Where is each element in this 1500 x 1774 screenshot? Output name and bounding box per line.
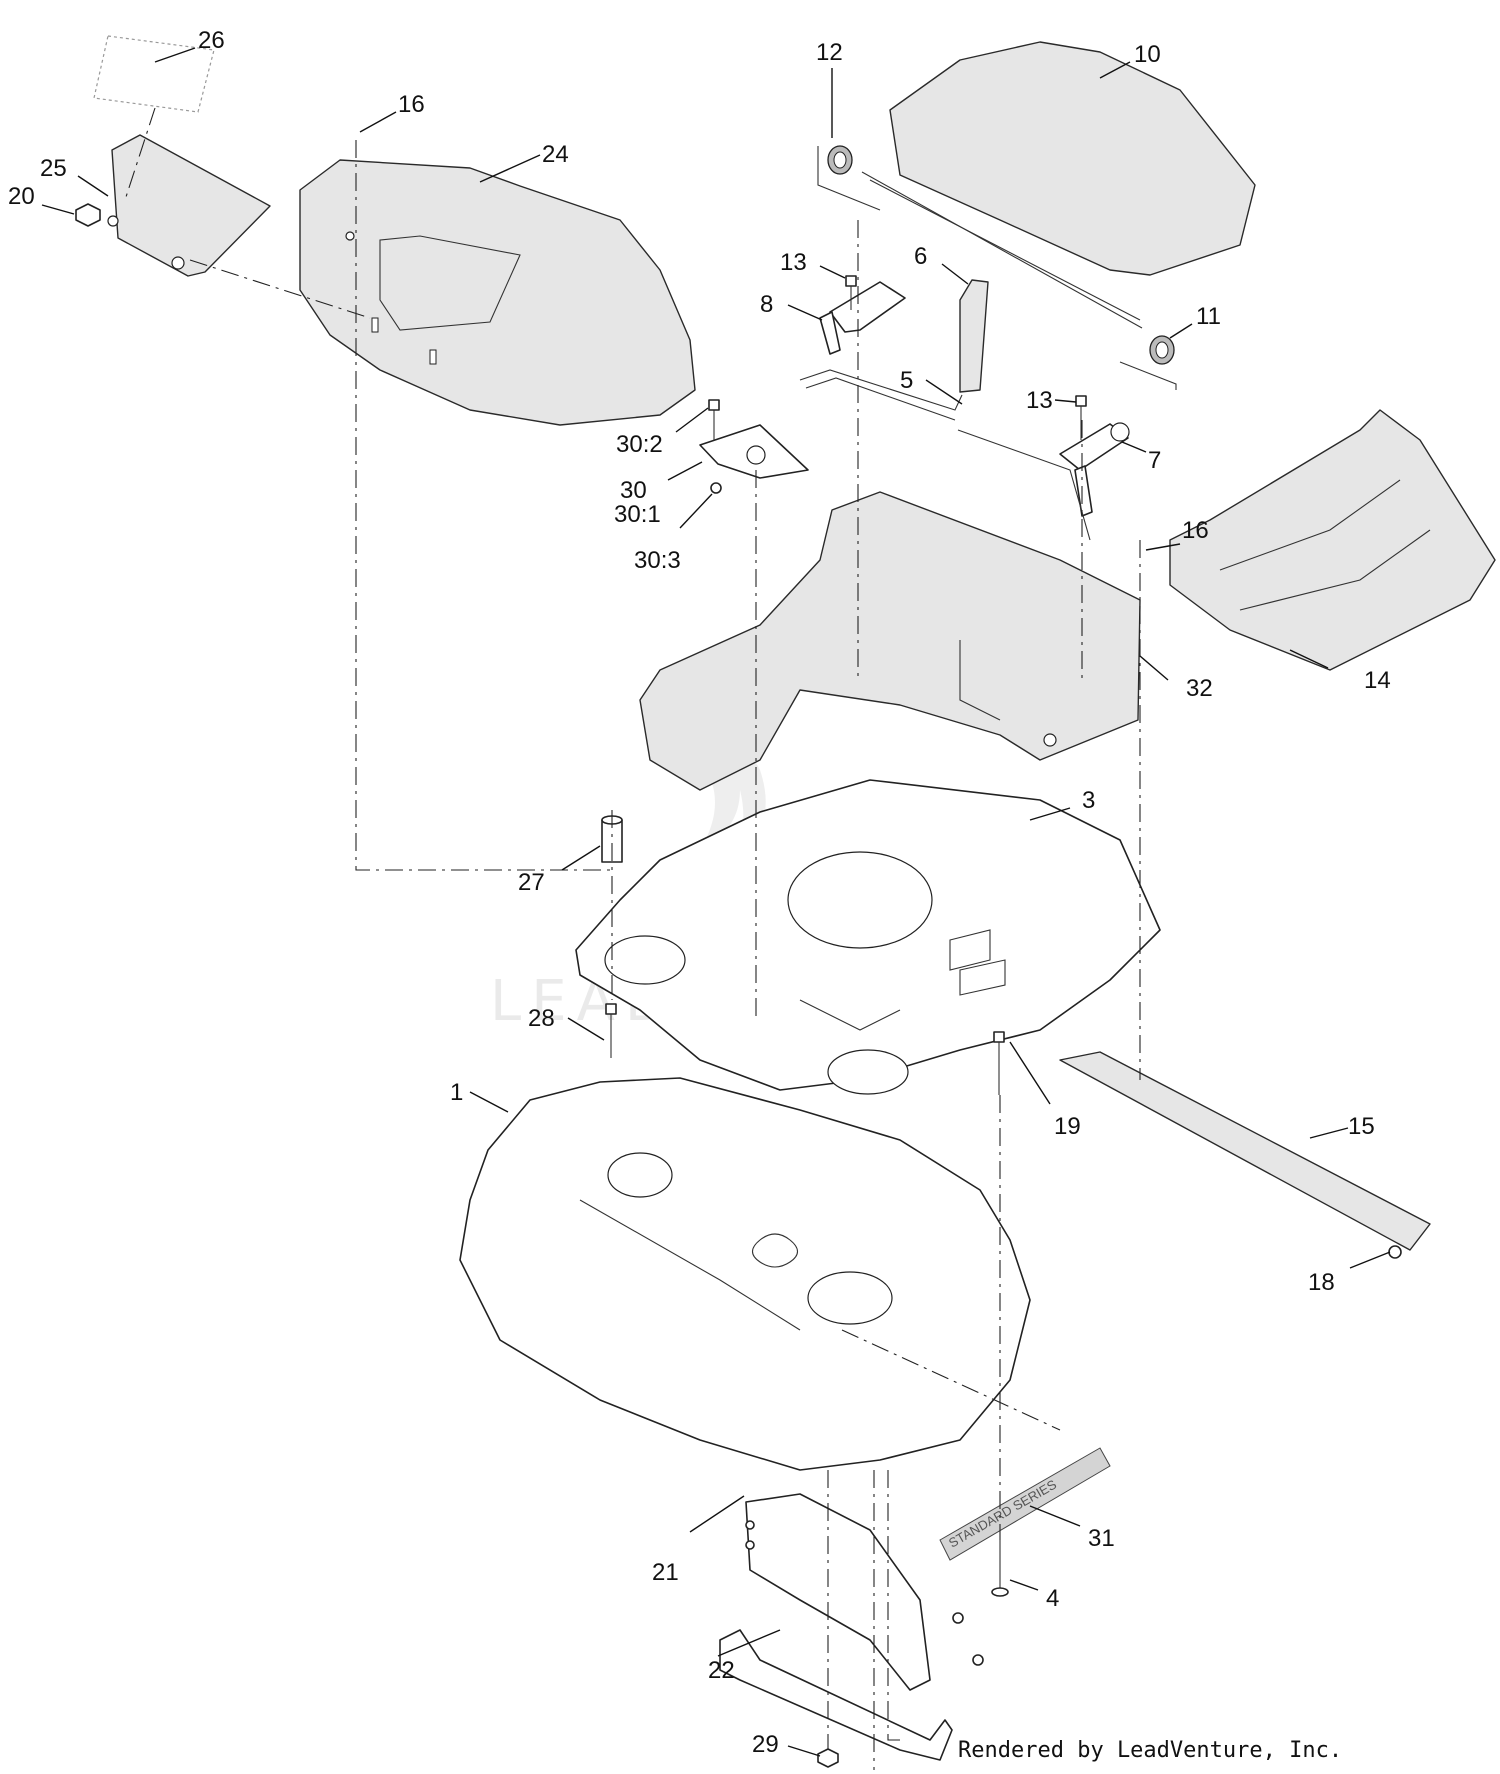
- callout-30: 30: [620, 477, 647, 504]
- part-7-bracket: [1059, 422, 1130, 517]
- part-20-nut: [75, 203, 101, 227]
- callout-29: 29: [752, 1731, 779, 1758]
- part-18-screw: [1388, 1245, 1402, 1259]
- callout-20: 20: [8, 183, 35, 210]
- part-8-bracket: [819, 281, 906, 355]
- part-15-strip: [1059, 1051, 1431, 1251]
- callout-32: 32: [1186, 675, 1213, 702]
- callout-11: 11: [1196, 303, 1221, 330]
- part-31-decal: STANDARD SERIES: [939, 1447, 1111, 1561]
- part-27-spacer: [601, 815, 623, 863]
- part-21-guard: [745, 1493, 984, 1691]
- callout-3: 3: [1082, 787, 1095, 814]
- part-24-seat-pan: [299, 159, 696, 426]
- part-12-spring: [827, 145, 853, 175]
- callout-30-1: 30:1: [614, 501, 661, 528]
- callout-30-2: 30:2: [616, 431, 663, 458]
- part-28-bolt: [605, 1003, 617, 1058]
- callout-13-right: 13: [1026, 387, 1053, 414]
- callout-30-3: 30:3: [634, 547, 681, 574]
- render-credit: Rendered by LeadVenture, Inc.: [958, 1738, 1343, 1763]
- callout-25: 25: [40, 155, 67, 182]
- callout-4: 4: [1046, 1585, 1059, 1612]
- leader-lines: [41, 47, 1391, 1757]
- assembly-lines: [124, 107, 1141, 1770]
- callout-24: 24: [542, 141, 569, 168]
- callout-19: 19: [1054, 1113, 1081, 1140]
- callout-6: 6: [914, 243, 927, 270]
- part-22-bracket: [719, 1629, 953, 1761]
- callout-7: 7: [1148, 447, 1161, 474]
- callout-16-right: 16: [1182, 517, 1209, 544]
- callout-18: 18: [1308, 1269, 1335, 1296]
- callout-26: 26: [198, 27, 225, 54]
- part-6-handle: [959, 279, 989, 393]
- callout-14: 14: [1364, 667, 1391, 694]
- decal-text: STANDARD SERIES: [946, 1477, 1059, 1551]
- callout-13-left: 13: [780, 249, 807, 276]
- callout-labels: 26 25 20 16 24 12 10 13 8 6 11 5 13 7 30…: [8, 27, 1391, 1758]
- part-11-spring: [1149, 335, 1175, 365]
- part-25-cover: [107, 134, 271, 277]
- callout-12: 12: [816, 39, 843, 66]
- part-4-bolt: [991, 1540, 1009, 1597]
- callout-21: 21: [652, 1559, 679, 1586]
- part-14-footrest: [1169, 409, 1496, 671]
- part-13-bolt-a: [845, 275, 857, 310]
- callout-22: 22: [708, 1657, 735, 1684]
- callout-8: 8: [760, 291, 773, 318]
- part-29-nut: [817, 1748, 839, 1768]
- callout-16-top: 16: [398, 91, 425, 118]
- part-26-decal: [93, 35, 215, 113]
- callout-5: 5: [900, 367, 913, 394]
- callout-28: 28: [528, 1005, 555, 1032]
- part-30-plate: [699, 399, 809, 494]
- part-32-shroud: [639, 491, 1141, 791]
- callout-27: 27: [518, 869, 545, 896]
- part-1-deck: [459, 1077, 1031, 1471]
- callout-31: 31: [1088, 1525, 1115, 1552]
- part-13-bolt-b: [1075, 395, 1087, 440]
- part-19-bolt: [993, 1031, 1005, 1095]
- callout-10: 10: [1134, 41, 1161, 68]
- callout-1: 1: [450, 1079, 463, 1106]
- part-3-frame: [575, 779, 1161, 1095]
- part-10-seat: [861, 41, 1256, 329]
- callout-15: 15: [1348, 1113, 1375, 1140]
